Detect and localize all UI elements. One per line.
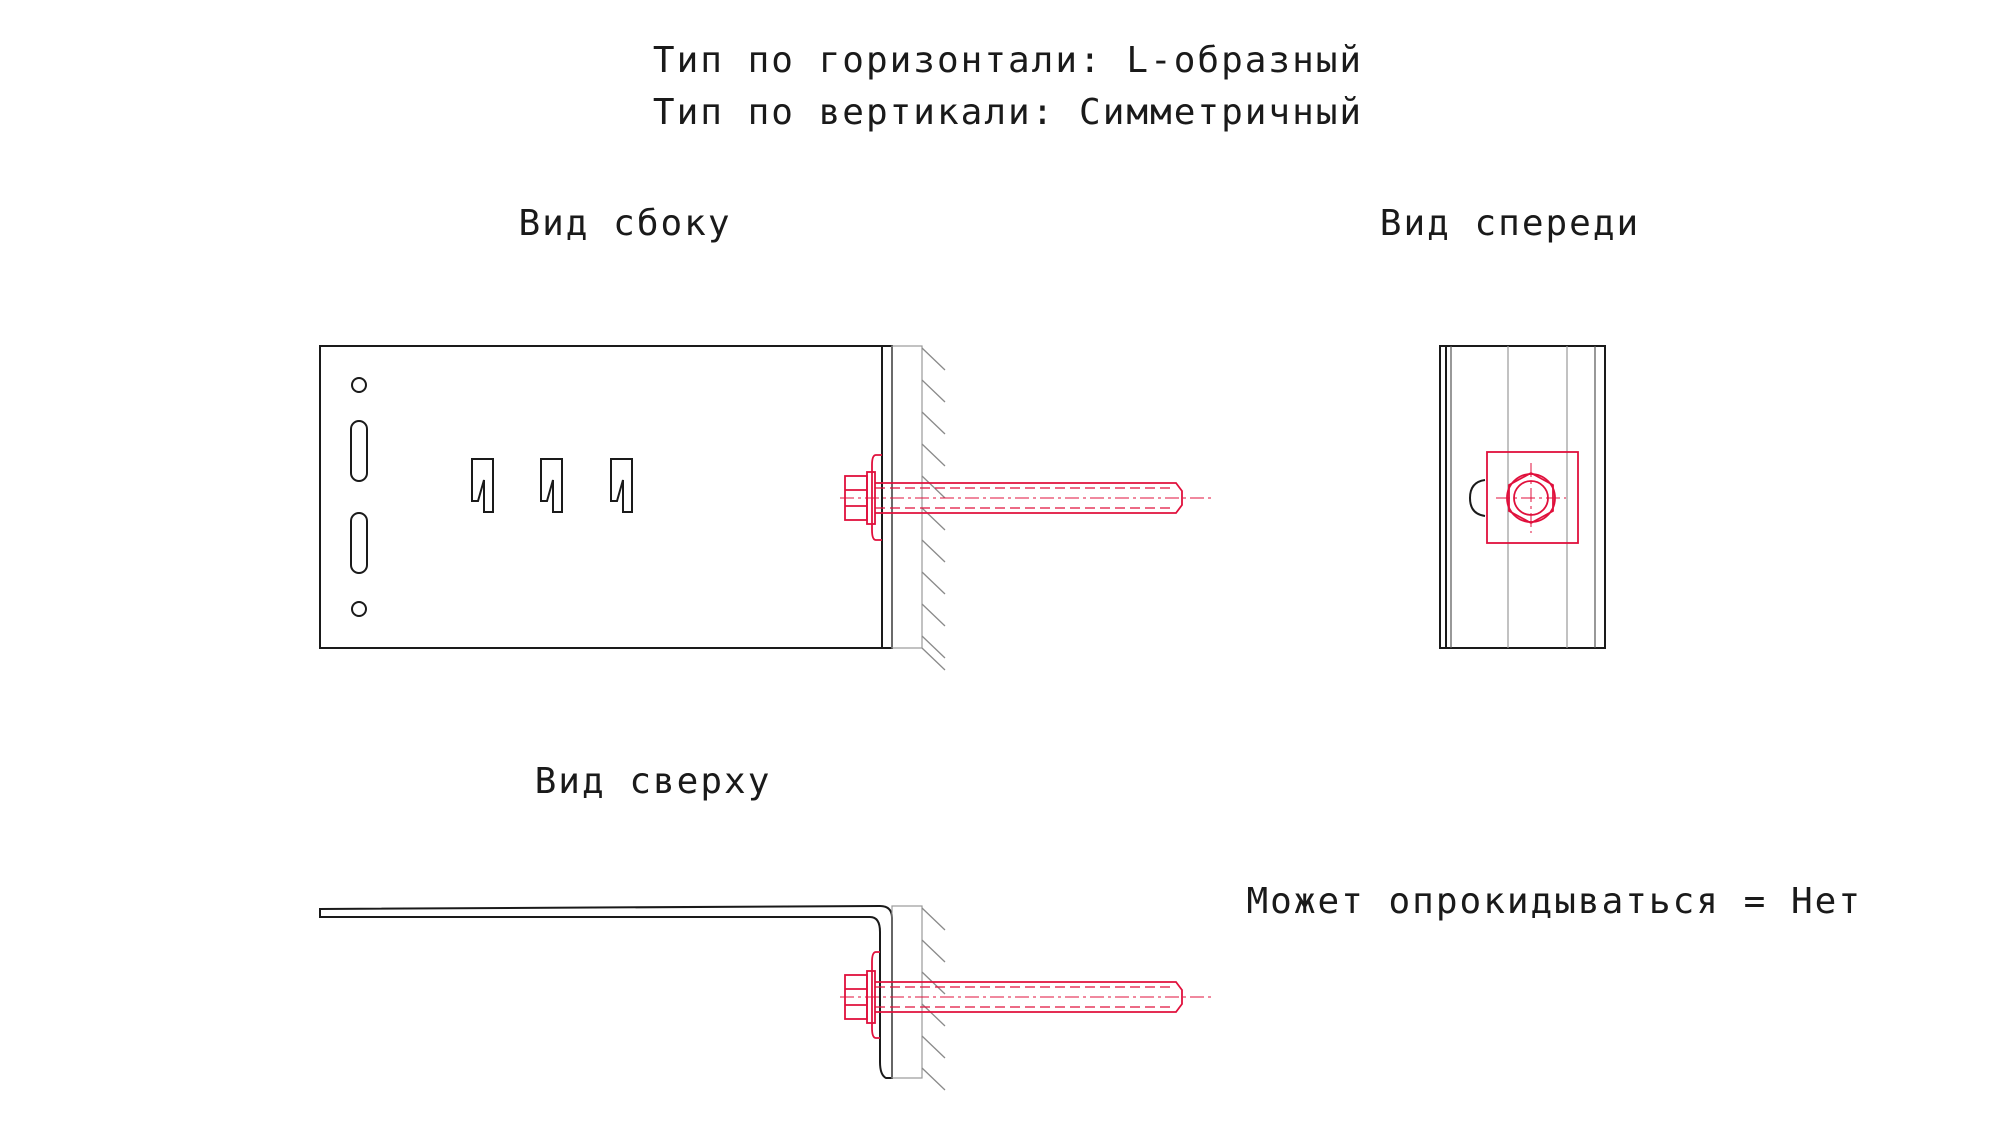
side-hole-bottom: [351, 601, 367, 617]
side-hole-top: [351, 377, 367, 393]
front-view-label: Вид спереди: [1380, 203, 1640, 244]
side-wall-hatching: [921, 347, 946, 671]
front-slot-arc: [1468, 479, 1486, 517]
side-slot-upper: [350, 420, 368, 482]
side-anchor-bolt: [840, 454, 1213, 541]
side-view: [319, 345, 1213, 671]
top-view-label: Вид сверху: [535, 761, 772, 802]
top-bolt-shank: [875, 981, 1183, 1013]
front-washer-square: [1486, 451, 1579, 544]
side-view-label: Вид сбоку: [518, 203, 731, 244]
top-anchor-bolt: [840, 951, 1213, 1039]
front-bracket-outline: [1439, 345, 1606, 649]
tipping-note: Может опрокидываться = Нет: [1246, 881, 1862, 922]
side-bolt-shank: [875, 482, 1183, 514]
horizontal-type-label: Тип по горизонтали: L-образный: [653, 40, 1363, 81]
vertical-type-label: Тип по вертикали: Симметричный: [653, 92, 1363, 133]
side-wall: [891, 345, 923, 649]
side-tab-3: [610, 458, 633, 513]
side-slot-lower: [350, 512, 368, 574]
side-tab-2: [540, 458, 563, 513]
side-tab-1: [471, 458, 494, 513]
top-bolt-washer: [871, 951, 880, 1039]
side-bracket-plate: [319, 345, 893, 649]
top-wall-hatching: [921, 907, 946, 1091]
top-view: [319, 904, 1213, 1091]
front-view: [1439, 345, 1606, 649]
top-bracket-profile: [319, 904, 893, 1079]
top-wall: [891, 905, 923, 1079]
